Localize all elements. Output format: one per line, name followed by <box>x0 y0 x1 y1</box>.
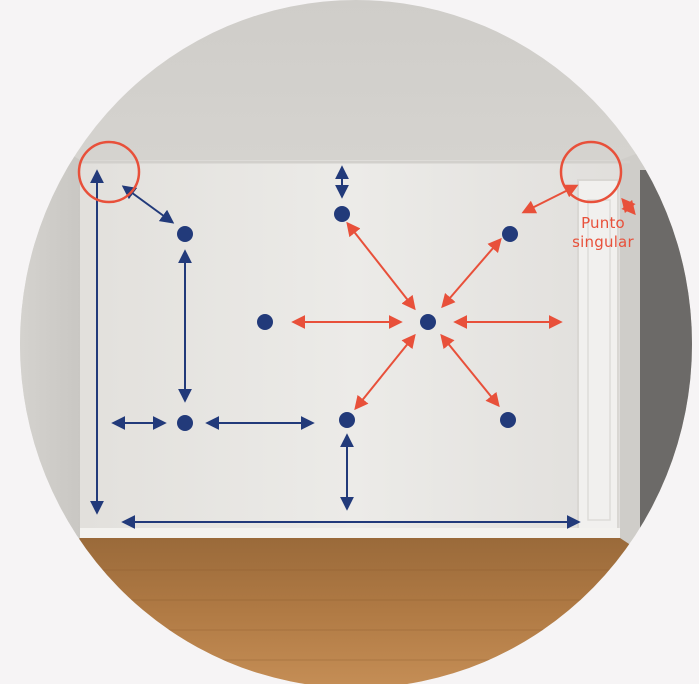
singular-point-label-line2: singular <box>572 233 634 251</box>
point-marker-icon <box>502 226 518 242</box>
point-marker-icon <box>177 415 193 431</box>
point-marker-icon <box>339 412 355 428</box>
point-marker-icon <box>500 412 516 428</box>
point-marker-icon <box>177 226 193 242</box>
point-marker-icon <box>334 206 350 222</box>
point-marker-icon <box>420 314 436 330</box>
singular-point-label: Punto <box>581 214 625 232</box>
point-marker-icon <box>257 314 273 330</box>
